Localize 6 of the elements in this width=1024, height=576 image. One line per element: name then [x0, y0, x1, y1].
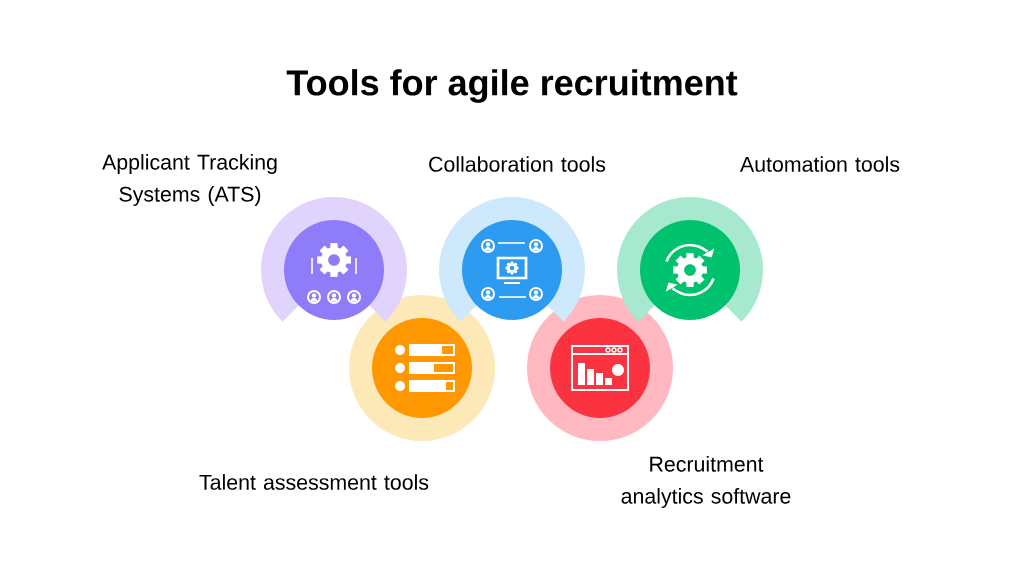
title: Tools for agile recruitment — [286, 69, 738, 103]
tool-label: Talent assessment tools — [199, 474, 429, 490]
tool-label: Collaboration tools — [429, 156, 606, 172]
tool-label: Applicant Tracking Systems (ATS) — [102, 154, 277, 206]
tool-label: Automation tools — [740, 156, 900, 172]
tool-label: Recruitment analytics software — [621, 456, 791, 508]
